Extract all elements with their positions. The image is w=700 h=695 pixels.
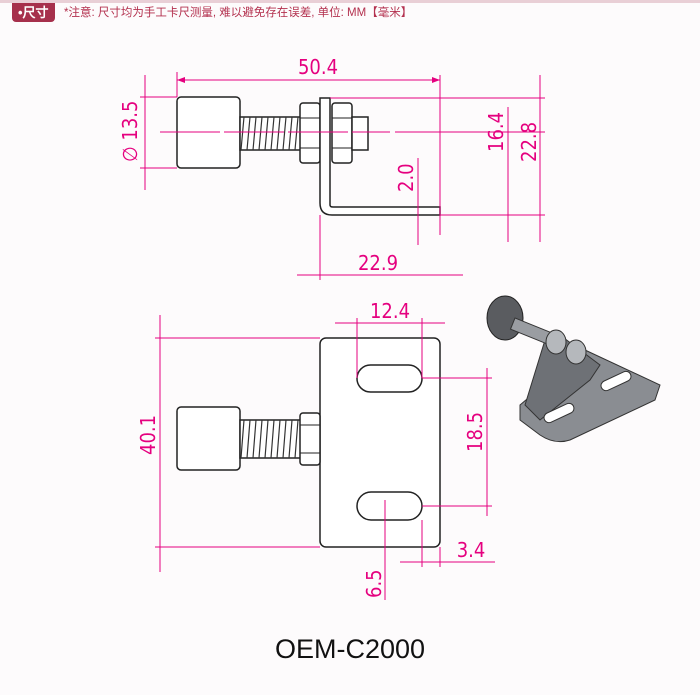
dim-thickness: 2.0	[394, 163, 418, 192]
dimensions-badge: •尺寸	[12, 3, 55, 22]
product-3d-render	[486, 295, 661, 443]
side-view: 50.4 ∅ 13.5 16.4 22.8 2.0 22.9	[118, 55, 545, 280]
dim-plate-height: 40.1	[136, 415, 160, 455]
dim-slot-width: 12.4	[370, 299, 410, 323]
product-model: OEM-C2000	[274, 634, 426, 664]
dim-edge-offset: 3.4	[457, 538, 486, 562]
dim-slot-spacing: 18.5	[463, 412, 487, 452]
top-divider	[0, 0, 700, 3]
dim-overall-length: 50.4	[298, 55, 338, 79]
svg-text:∅ 13.5: ∅ 13.5	[118, 101, 142, 162]
measurement-note: *注意: 尺寸均为手工卡尺测量, 难以避免存在误差, 单位: MM【毫米】	[64, 7, 413, 19]
dim-center-height: 16.4	[484, 112, 508, 152]
dim-diameter: 13.5	[118, 101, 142, 141]
dim-total-height: 22.8	[517, 122, 541, 162]
dim-bracket-length: 22.9	[358, 251, 398, 275]
dim-slot-height: 6.5	[362, 569, 386, 598]
diameter-symbol: ∅	[118, 146, 142, 162]
front-view: 40.1 12.4 18.5 3.4 6.5	[136, 299, 495, 600]
